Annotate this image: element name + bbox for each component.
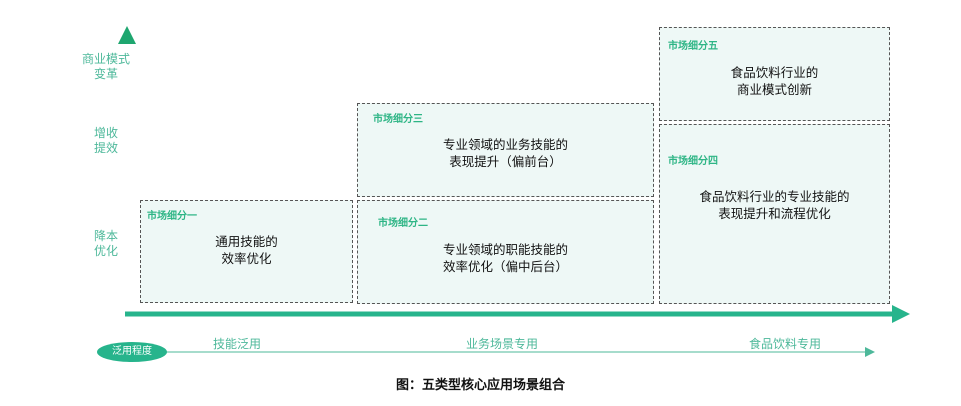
y-axis-arrow — [118, 26, 136, 44]
segment-tag: 市场细分二 — [378, 218, 428, 229]
y-level-business-model: 商业模式 变革 — [81, 52, 130, 81]
x-axis-arrow — [892, 305, 910, 323]
segment-tag: 市场细分四 — [668, 156, 718, 167]
segment-2-box: 市场细分二 专业领域的职能技能的 效率优化（偏中后台） — [357, 200, 654, 304]
segment-description: 食品饮料行业的 商业模式创新 — [730, 65, 819, 97]
segment-tag: 市场细分一 — [147, 211, 197, 222]
segment-3-box: 市场细分三 专业领域的业务技能的 表现提升（偏前台） — [357, 103, 654, 197]
x-level-general: 技能泛用 — [212, 337, 261, 351]
segment-description: 食品饮料行业的专业技能的 表现提升和流程优化 — [699, 189, 850, 221]
x-scale-arrow — [865, 347, 875, 357]
segment-tag: 市场细分五 — [668, 41, 718, 52]
segment-description: 通用技能的 效率优化 — [215, 234, 278, 266]
segment-tag: 市场细分三 — [373, 114, 423, 125]
figure-caption: 图：五类型核心应用场景组合 — [395, 378, 565, 393]
segment-description: 专业领域的职能技能的 效率优化（偏中后台） — [442, 242, 568, 274]
y-level-revenue-efficiency: 增收 提效 — [93, 126, 118, 155]
x-level-business-scenario: 业务场景专用 — [465, 337, 538, 351]
segment-4-box: 市场细分四 食品饮料行业的专业技能的 表现提升和流程优化 — [659, 124, 890, 304]
y-level-cost-reduction: 降本 优化 — [93, 229, 118, 258]
segment-1-box: 市场细分一 通用技能的 效率优化 — [140, 200, 353, 303]
segment-5-box: 市场细分五 食品饮料行业的 商业模式创新 — [659, 27, 890, 121]
segment-description: 专业领域的业务技能的 表现提升（偏前台） — [442, 137, 568, 169]
x-axis-title-badge: 泛用程度 — [97, 342, 167, 362]
x-level-food-beverage: 食品饮料专用 — [748, 337, 821, 351]
